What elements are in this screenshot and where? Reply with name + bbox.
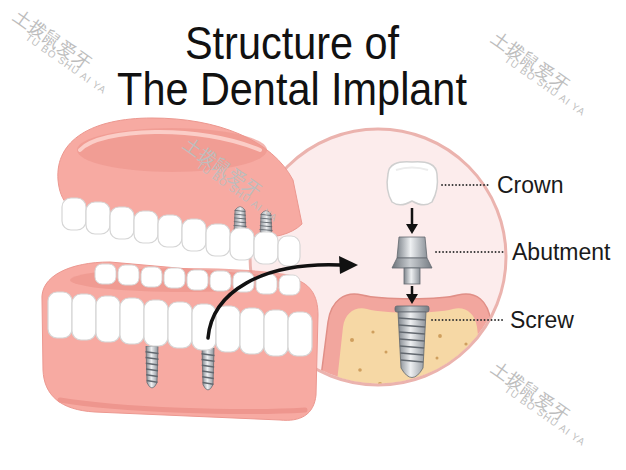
pointer-arrow [208,265,340,338]
bone-section [318,294,502,400]
lower-denture [146,346,159,388]
leader-lines [432,319,503,321]
lower-denture [216,306,240,352]
implant-screw [399,325,425,327]
bone-section [464,342,467,345]
bone-section [438,334,442,338]
lower-denture [202,348,215,390]
implant-screw [400,353,423,355]
lower-denture [279,275,300,295]
bone-section [318,294,502,400]
bone-section [349,384,352,387]
watermark: 土拨鼠爱牙 [9,6,95,75]
bone-section [442,383,446,387]
lower-denture [72,294,96,340]
implant-screw [400,346,424,348]
lower-denture [240,308,264,354]
crown-tooth [387,162,437,205]
bone-section [378,382,382,386]
lower-denture [42,262,318,420]
abutment-part [392,237,432,284]
bone-section [436,357,439,360]
part-label: Screw [510,307,574,333]
abutment-part [397,237,427,258]
inset-circle [406,224,418,234]
implant-screw [398,312,426,378]
lower-denture [95,264,300,295]
upper-denture [80,132,260,150]
abutment-part [392,258,432,268]
inset-circle [396,168,428,171]
lower-denture [187,270,208,290]
lower-denture [42,262,318,420]
upper-denture [182,219,206,251]
part-label: Crown [497,172,563,198]
implant-screw [399,318,426,320]
upper-denture [278,236,300,266]
bone-section [453,360,457,364]
lower-denture [141,267,162,287]
upper-denture [62,198,86,230]
upper-denture [206,224,230,256]
bone-section [371,330,374,333]
lower-denture [48,292,72,338]
lower-denture [118,265,139,285]
upper-denture [134,211,158,243]
lower-denture [60,400,305,412]
leader-lines [442,184,491,186]
implant-screw [401,360,423,362]
part-label: Abutment [512,239,610,265]
upper-denture [86,202,110,234]
upper-denture [77,128,267,172]
lower-denture [96,296,120,342]
pointer-arrow [339,256,358,274]
implant-screw [400,339,425,341]
watermark: 土拨鼠爱牙 [179,134,265,203]
implant-screw [399,332,425,334]
bone-section [358,368,362,372]
implant-screw [395,306,429,312]
leader-lines [432,185,505,320]
upper-denture [58,118,302,266]
leader-lines [436,251,505,253]
pointer-arrow [208,256,358,338]
abutment-part [404,268,420,284]
upper-denture [110,207,134,239]
lower-denture [164,268,185,288]
inset-circle [411,208,414,226]
inset-circle [406,294,418,304]
implant-screw [395,306,429,378]
upper-denture [254,232,278,264]
bone-section [385,351,388,354]
upper-denture [158,215,182,247]
bone-section [466,382,469,385]
lower-denture [288,312,312,356]
lower-denture [264,310,288,356]
upper-denture [230,228,254,260]
bone-section [350,338,354,342]
lower-denture [210,271,231,291]
watermark: 土拨鼠爱牙 [487,28,573,97]
lower-denture [120,298,144,344]
lower-denture [144,300,168,346]
lower-denture [95,264,116,284]
watermark: 土拨鼠爱牙 [487,358,573,427]
bone-section [335,308,486,400]
lower-denture [48,292,312,356]
diagram-title: Structure of The Dental Implant [40,20,544,112]
lower-denture [168,302,192,348]
lower-denture [192,304,216,350]
